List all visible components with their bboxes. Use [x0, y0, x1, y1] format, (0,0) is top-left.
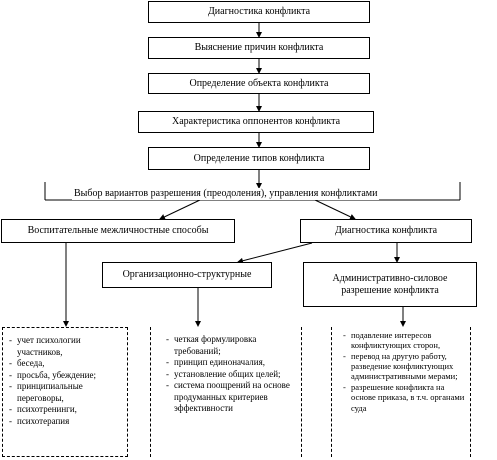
list-item: учет психологии участников, — [8, 335, 123, 358]
arrow-choice-left — [159, 199, 201, 220]
list-item: разрешение конфликта на основе приказа, … — [342, 382, 466, 413]
list-item: беседа, — [8, 358, 123, 370]
step-types: Определение типов конфликта — [148, 147, 370, 170]
list-item: четкая формулировка требований; — [165, 334, 295, 357]
branch-admin-title: Административно-силовое разрешение конфл… — [303, 262, 477, 307]
list-item: установление общих целей; — [165, 369, 295, 381]
admin-methods-list: подавление интересов конфликтующих сторо… — [331, 327, 471, 457]
arrow-right-middle — [237, 242, 313, 264]
list-item: система поощрений на основе продуманных … — [165, 380, 295, 415]
branch-right-title: Диагностика конфликта — [300, 219, 472, 243]
list-item: психотренинги, — [8, 404, 123, 416]
left-methods-list: учет психологии участников, беседа, прос… — [2, 327, 128, 457]
step-opponents: Характеристика оппонентов конфликта — [138, 111, 374, 133]
list-item: перевод на другую работу, разведение кон… — [342, 351, 466, 382]
arrow-choice-right — [314, 199, 356, 220]
middle-methods-list: четкая формулировка требований; принцип … — [150, 327, 302, 457]
list-item: принцип единоначалия, — [165, 357, 295, 369]
step-causes: Выяснение причин конфликта — [148, 37, 370, 59]
list-item: психотерапия — [8, 416, 123, 428]
choice-label: Выбор вариантов разрешения (преодоления)… — [72, 188, 380, 200]
branch-left-title: Воспитательные межличностные способы — [1, 219, 235, 243]
list-item: подавление интересов конфликтующих сторо… — [342, 330, 466, 351]
branch-middle-title: Организационно-структурные — [102, 262, 272, 288]
list-item: принципиальные переговоры, — [8, 381, 123, 404]
list-item: просьба, убеждение; — [8, 370, 123, 382]
step-object: Определение объекта конфликта — [148, 73, 370, 94]
step-diagnosis: Диагностика конфликта — [148, 1, 370, 23]
